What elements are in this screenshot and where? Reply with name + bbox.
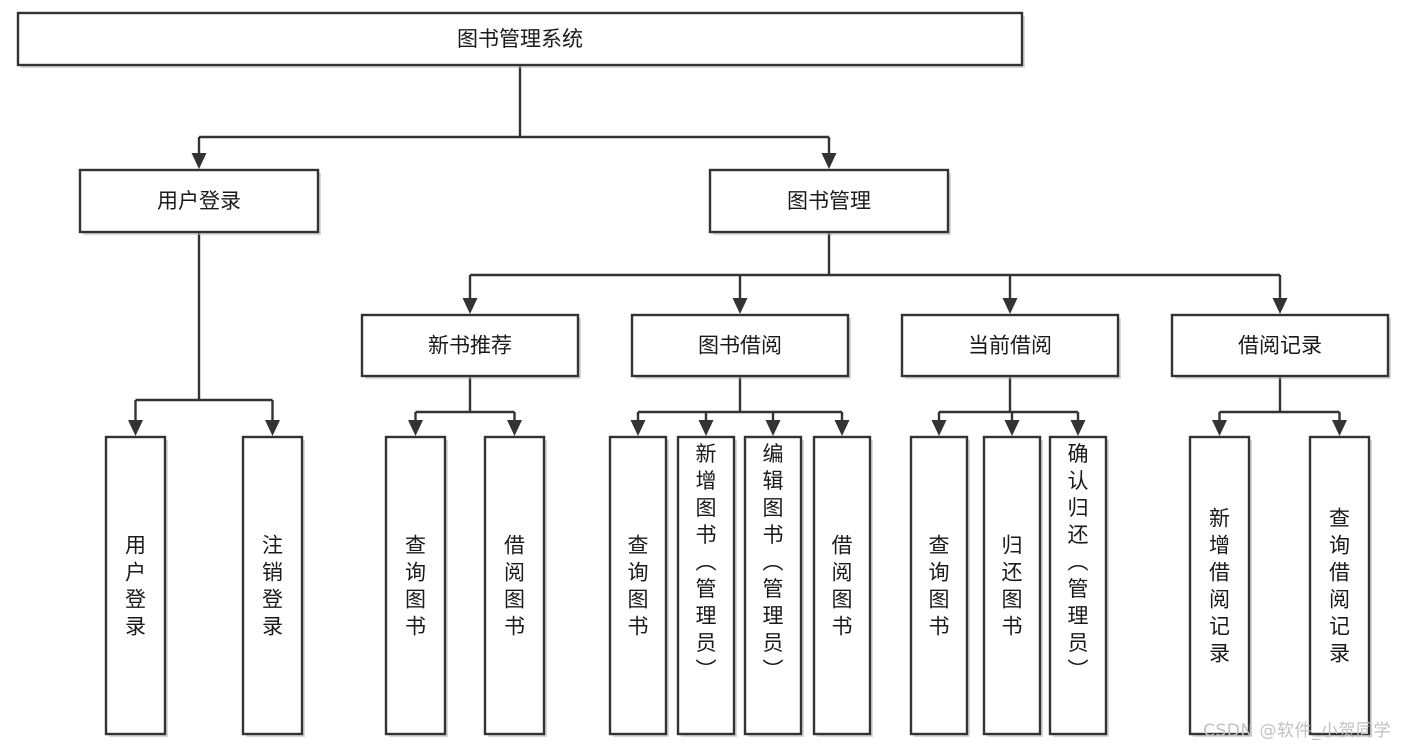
arrow-head-icon — [265, 420, 280, 436]
node-label: 查询图书 — [405, 534, 426, 639]
node-leaf-borrow-book-rec[interactable]: 借阅图书 — [483, 435, 547, 737]
node-leaf-add-book-admin[interactable]: 新增图书︵管理员︶ — [676, 435, 737, 737]
node-label: 编辑图书︵管理员︶ — [763, 442, 784, 682]
node-leaf-query-book-rec[interactable]: 查询图书 — [384, 435, 448, 737]
node-leaf-add-borrow-record[interactable]: 新增借阅记录 — [1188, 435, 1252, 737]
node-label: 新书推荐 — [428, 334, 512, 358]
arrow-head-icon — [1332, 420, 1347, 436]
node-leaf-borrow-book-borrow[interactable]: 借阅图书 — [812, 435, 873, 737]
node-leaf-user-login[interactable]: 用户登录 — [104, 435, 168, 737]
arrow-head-icon — [1070, 420, 1086, 436]
node-label: 图书借阅 — [698, 334, 782, 358]
arrow-head-icon — [507, 420, 522, 436]
node-boxes: 图书管理系统用户登录图书管理新书推荐图书借阅当前借阅借阅记录用户登录注销登录查询… — [16, 11, 1391, 737]
node-current-borrow[interactable]: 当前借阅 — [900, 313, 1121, 379]
node-label: 查询借阅记录 — [1329, 507, 1350, 666]
arrow-head-icon — [462, 298, 478, 314]
arrow-head-icon — [128, 420, 143, 436]
arrow-head-icon — [931, 420, 947, 436]
arrow-head-icon — [765, 420, 781, 436]
node-label: 查询图书 — [628, 534, 649, 639]
node-user-login[interactable]: 用户登录 — [78, 168, 321, 235]
node-label: 借阅记录 — [1238, 334, 1322, 358]
node-label: 图书管理 — [787, 189, 871, 213]
node-label: 当前借阅 — [968, 334, 1052, 358]
node-label: 归还图书 — [1002, 534, 1023, 639]
node-leaf-edit-book-admin[interactable]: 编辑图书︵管理员︶ — [743, 435, 804, 737]
node-label: 确认归还︵管理员︶ — [1068, 442, 1089, 682]
arrow-head-icon — [1212, 420, 1227, 436]
arrow-head-icon — [1272, 298, 1288, 314]
node-root[interactable]: 图书管理系统 — [16, 11, 1025, 68]
arrow-head-icon — [630, 420, 646, 436]
arrow-head-icon — [698, 420, 714, 436]
node-leaf-logout-login[interactable]: 注销登录 — [241, 435, 305, 737]
arrow-head-icon — [821, 153, 837, 169]
node-book-borrow[interactable]: 图书借阅 — [630, 313, 851, 379]
arrow-head-icon — [1002, 298, 1018, 314]
arrow-head-icon — [732, 298, 748, 314]
node-leaf-query-borrow-record[interactable]: 查询借阅记录 — [1308, 435, 1372, 737]
node-label: 图书管理系统 — [457, 27, 583, 51]
node-label: 新增借阅记录 — [1209, 507, 1230, 666]
node-leaf-query-book-current[interactable]: 查询图书 — [909, 435, 970, 737]
node-borrow-record[interactable]: 借阅记录 — [1170, 313, 1391, 379]
node-book-management[interactable]: 图书管理 — [708, 168, 951, 235]
arrow-head-icon — [408, 420, 423, 436]
connector-lines — [128, 65, 1347, 436]
node-label: 注销登录 — [262, 534, 283, 639]
arrow-head-icon — [1004, 420, 1020, 436]
node-leaf-confirm-return-admin[interactable]: 确认归还︵管理员︶ — [1048, 435, 1109, 737]
node-label: 借阅图书 — [832, 534, 853, 639]
node-leaf-query-book-borrow[interactable]: 查询图书 — [608, 435, 669, 737]
node-new-book-recommend[interactable]: 新书推荐 — [360, 313, 581, 379]
node-label: 用户登录 — [157, 189, 241, 213]
node-label: 借阅图书 — [504, 534, 525, 639]
arrow-head-icon — [191, 153, 207, 169]
node-leaf-return-book[interactable]: 归还图书 — [982, 435, 1043, 737]
node-label: 查询图书 — [929, 534, 950, 639]
node-label: 用户登录 — [125, 534, 146, 639]
watermark-text: CSDN @软件_小贺同学 — [1203, 721, 1391, 741]
node-label: 新增图书︵管理员︶ — [696, 442, 717, 682]
arrow-head-icon — [834, 420, 850, 436]
